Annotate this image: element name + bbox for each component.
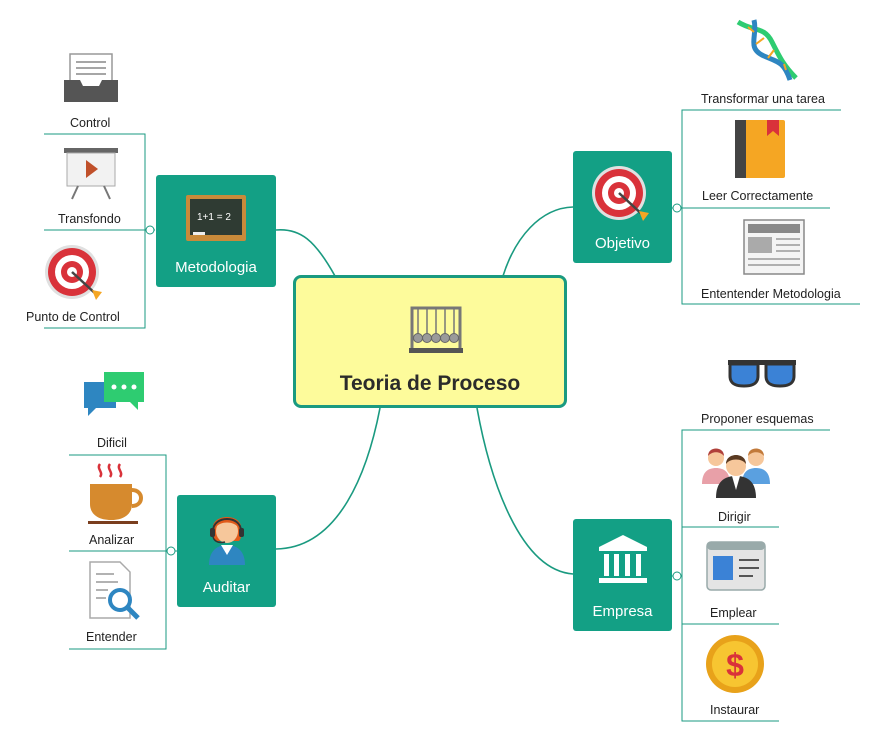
presentation-board-icon [62,146,120,205]
coffee-cup-icon [86,460,146,531]
subtopic-entender[interactable]: Entender [86,630,137,644]
bank-building-icon [595,531,651,592]
connector-empresa [476,407,574,575]
topic-objetivo-label: Objetivo [594,235,651,252]
svg-text:$: $ [726,647,744,683]
connector-auditar [275,407,381,550]
subtopic-transformar-una-tarea[interactable]: Transformar una tarea [701,92,825,106]
topic-metodologia-label: Metodologia [175,259,257,276]
connector-objetivo [502,206,574,277]
topic-empresa-label: Empresa [592,603,653,620]
subtopic-emplear[interactable]: Emplear [710,606,757,620]
topic-auditar[interactable]: Auditar [177,495,276,607]
topic-metodologia[interactable]: 1+1 = 2 Metodologia [156,175,276,287]
dna-icon [734,18,800,87]
topic-empresa[interactable]: Empresa [573,519,672,631]
chalkboard-icon: 1+1 = 2 [185,194,247,247]
topic-auditar-label: Auditar [202,579,251,596]
subtopic-leer-correctamente[interactable]: Leer Correctamente [702,189,814,203]
subtopic-proponer-esquemas[interactable]: Proponer esquemas [701,412,814,426]
business-team-icon [700,438,772,505]
subtopic-punto-de-control[interactable]: Punto de Control [26,310,120,324]
dollar-coin-icon: $ [705,634,765,699]
book-icon [733,118,787,185]
support-agent-icon [201,507,253,572]
target-icon [591,165,653,232]
subtopic-ententender-metodologia[interactable]: Ententender Metodologia [701,287,841,301]
newtons-cradle-icon [406,304,466,361]
id-card-icon [705,540,767,597]
subtopic-transfondo[interactable]: Transfondo [58,212,121,226]
target-icon [44,244,106,311]
newspaper-icon [742,218,806,281]
subtopic-dirigir[interactable]: Dirigir [718,510,751,524]
document-tray-icon [62,52,120,109]
subtopic-instaurar[interactable]: Instaurar [710,703,760,717]
subtopic-dificil[interactable]: Dificil [97,436,127,450]
topic-objetivo[interactable]: Objetivo [573,151,672,263]
document-search-icon [88,560,144,627]
svg-text:1+1 = 2: 1+1 = 2 [197,212,231,223]
connector-metodologia [275,229,336,277]
central-topic-title: Teoria de Proceso [339,372,521,395]
central-topic[interactable]: Teoria de Proceso [293,275,567,408]
subtopic-control[interactable]: Control [70,116,111,130]
chat-bubbles-icon [82,370,146,429]
glasses-icon [726,356,798,393]
subtopic-analizar[interactable]: Analizar [89,533,135,547]
